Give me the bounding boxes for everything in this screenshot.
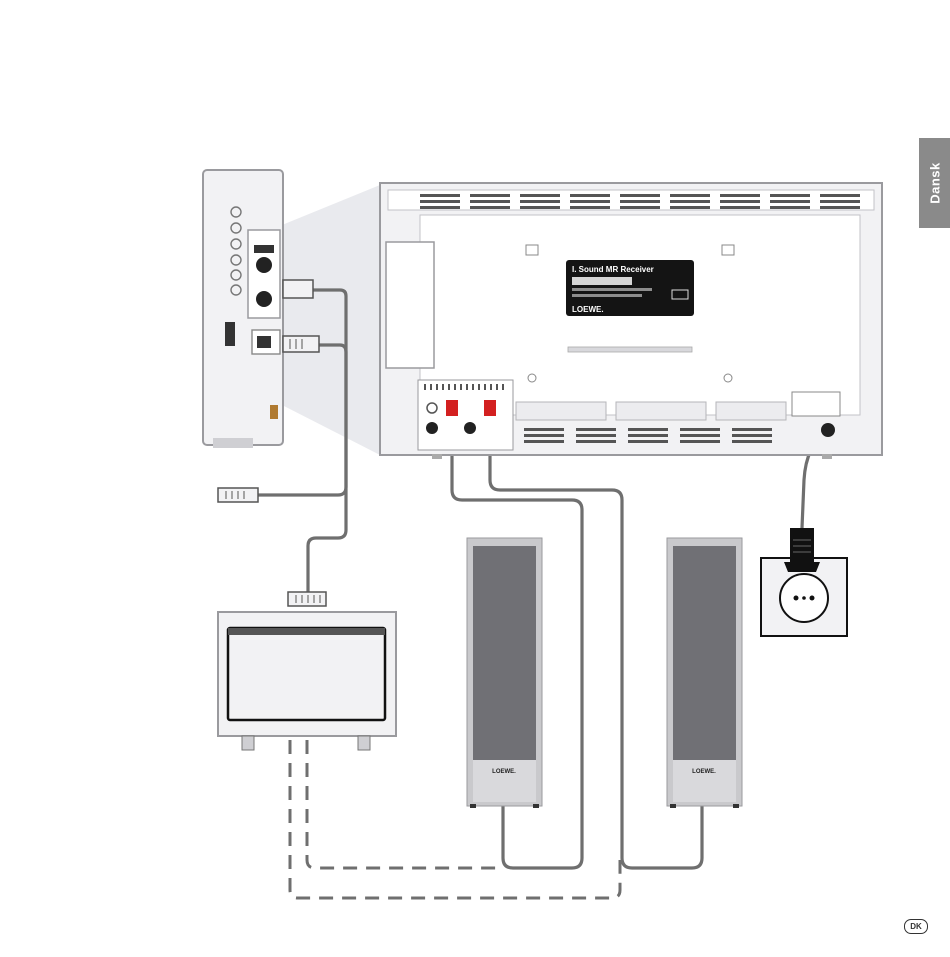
subwoofer-plug [288,592,326,606]
speaker-terminal-2 [426,422,438,434]
speaker-right: LOEWE. [667,538,742,808]
optional-connection-dashed [290,740,620,898]
network-port [257,336,271,348]
receiver-type-label: I. Sound MR Receiver LOEWE. [566,260,694,316]
receiver-label-brand: LOEWE. [572,305,604,314]
av-jack-top [256,257,272,273]
power-plug [784,528,820,572]
tv-connection-panel [203,170,283,448]
zoom-projection [282,185,380,455]
speaker-terminal-3 [464,422,476,434]
speaker-right-brand: LOEWE. [692,769,716,775]
page-language-badge: DK [904,919,928,934]
receiver-title: I. Sound MR Receiver [572,265,654,274]
receiver-side-bracket [386,242,434,368]
power-socket-receiver [821,423,835,437]
receiver-vent-bottom [524,428,772,443]
receiver-vent-top [420,194,860,209]
network-plug [218,488,258,502]
receiver-rear: I. Sound MR Receiver LOEWE. [380,183,882,459]
card-slot [225,322,235,346]
speaker-left-brand: LOEWE. [492,769,516,775]
av-jack-bottom [256,291,272,307]
subwoofer [218,592,396,750]
speaker-left: LOEWE. [467,538,542,808]
